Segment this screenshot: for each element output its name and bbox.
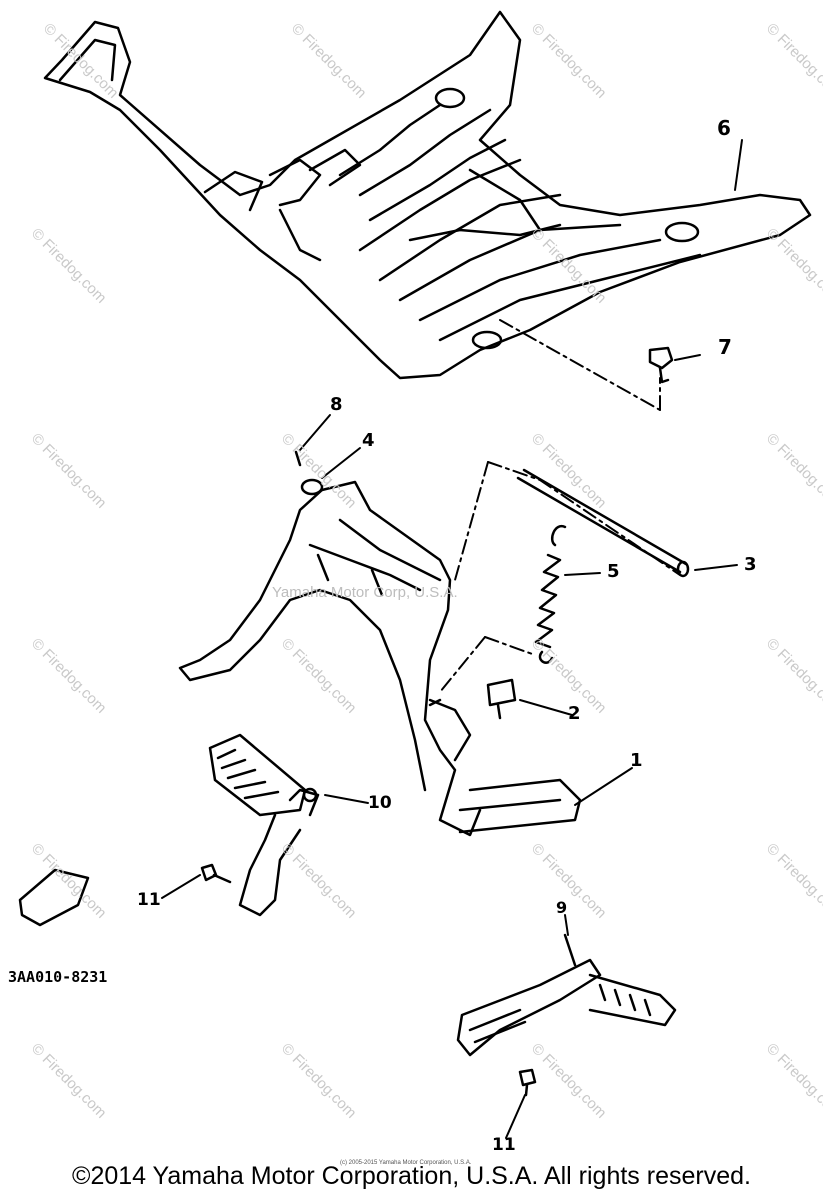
callout-2: 2 [568,703,581,724]
pin-part-8 [294,450,302,467]
bolt-part-11a [200,863,232,884]
center-watermark: Yamaha Motor Corp, U.S.A. [272,584,458,601]
nut-part-4 [300,478,324,496]
callout-7: 7 [718,335,732,359]
footrest-part-10 [208,733,320,917]
copyright-footer: ©2014 Yamaha Motor Corporation, U.S.A. A… [72,1162,751,1190]
callout-10: 10 [368,793,392,813]
floor-panel-part [43,10,812,380]
callout-8: 8 [330,394,343,415]
footrest-part-9 [456,933,677,1057]
callout-9: 9 [556,898,568,917]
center-stand-part [178,480,582,837]
callout-leaders [161,139,743,1139]
stopper-part-2 [486,678,517,720]
callout-1: 1 [630,750,643,771]
callout-4: 4 [362,430,375,451]
spring-part-5 [534,524,567,664]
tiny-credit: (c) 2005-2015 Yamaha Motor Corporation, … [340,1160,472,1166]
fwd-marker [18,868,90,927]
callout-6: 6 [717,116,731,140]
shaft-part-3 [516,468,690,578]
bolt-part-11b [518,1068,537,1097]
callout-3: 3 [744,554,757,575]
diagram-code: 3AA010-8231 [8,968,108,986]
callout-11-bottom: 11 [492,1135,516,1155]
callout-11-left: 11 [137,890,161,910]
leader-lines [439,319,681,693]
bolt-part-7 [648,346,674,384]
callout-5: 5 [607,561,620,582]
